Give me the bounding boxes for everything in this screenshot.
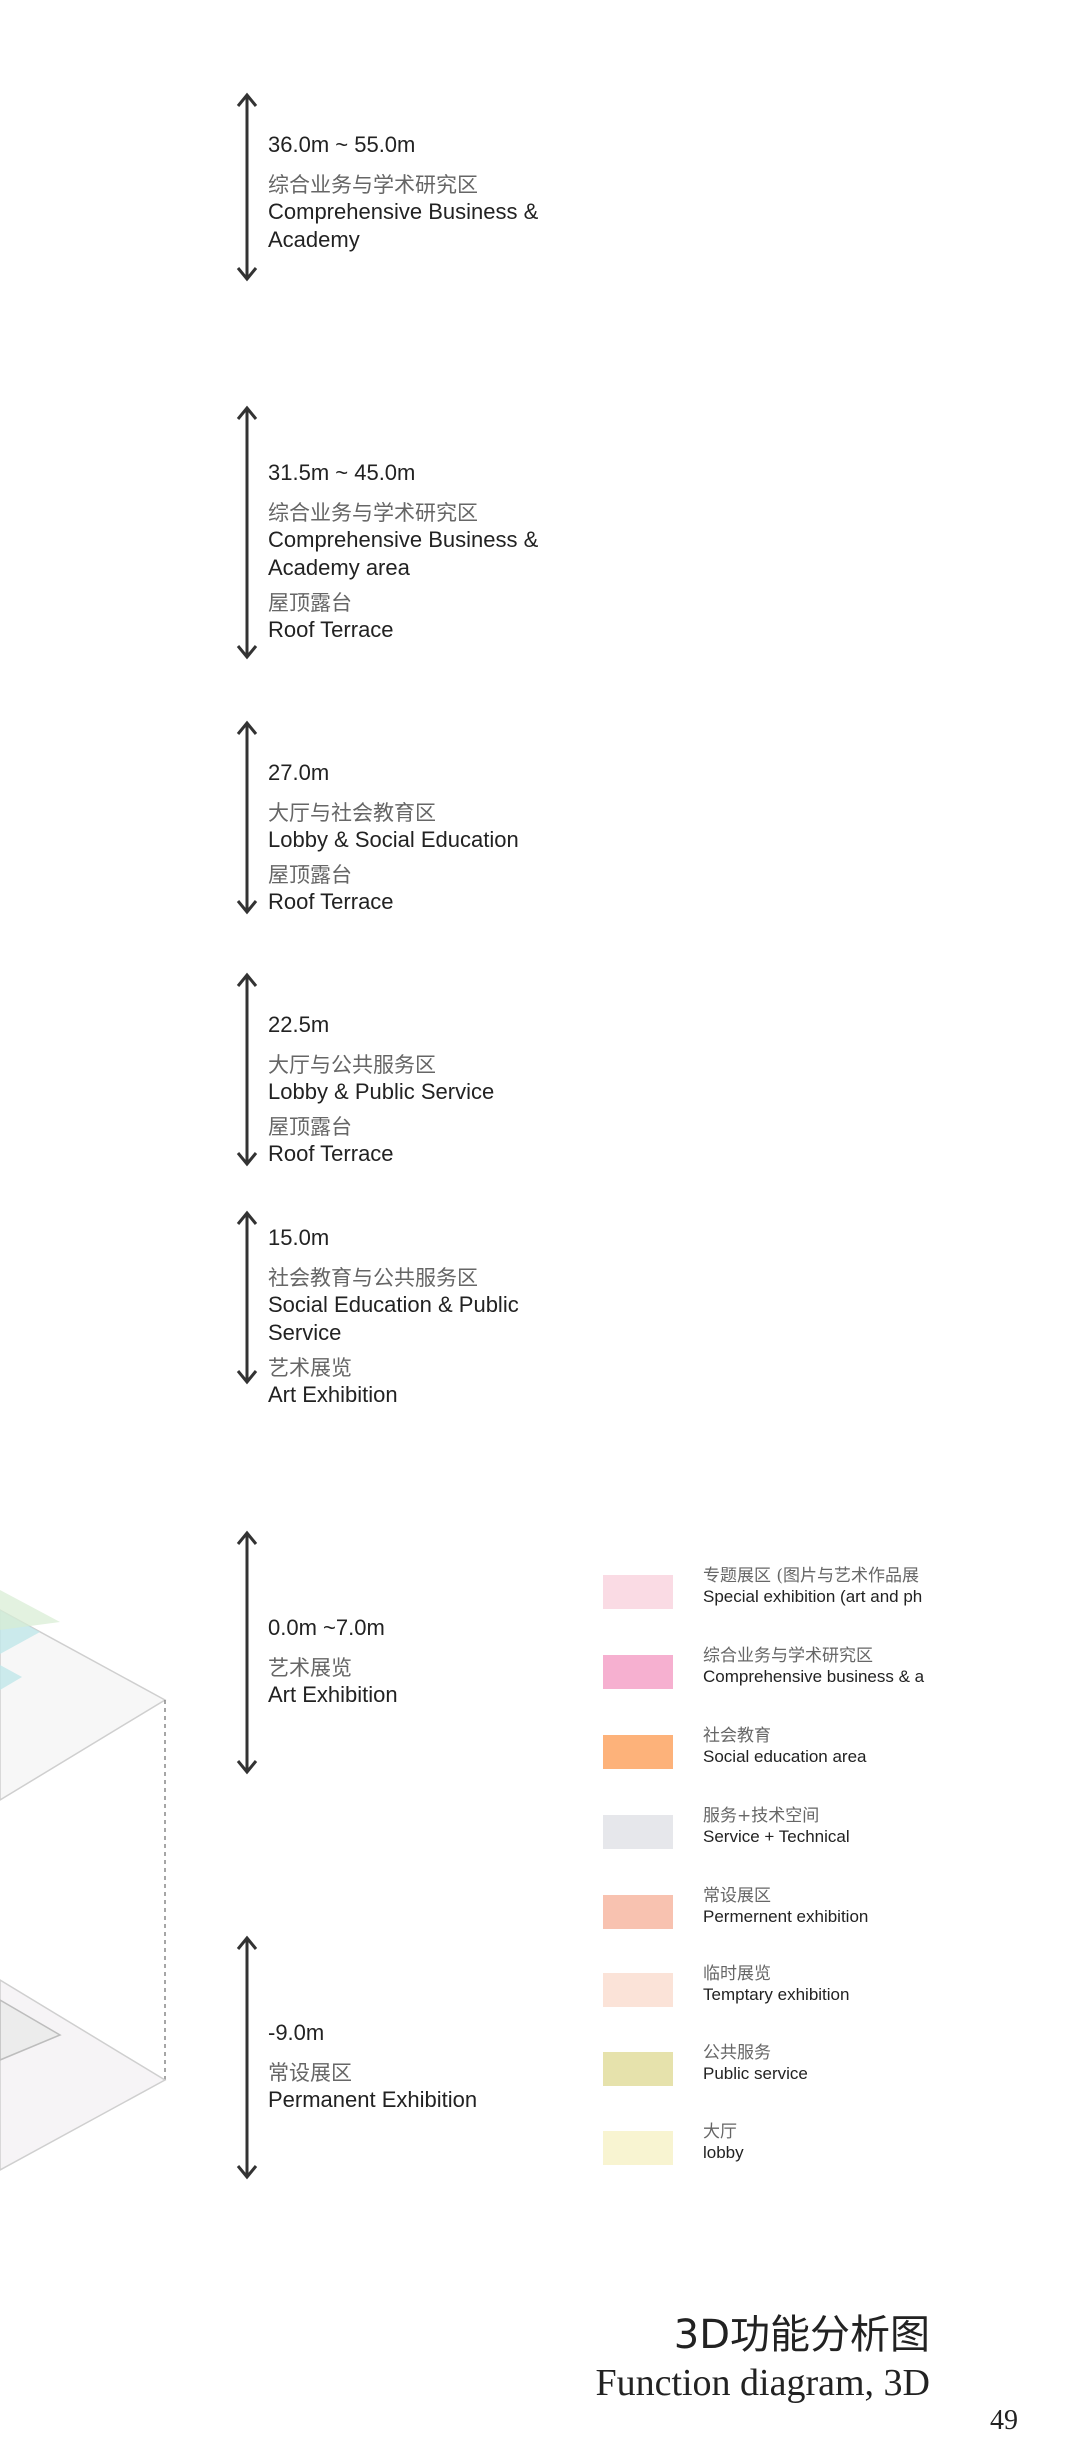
- figure-title: 3D功能分析图 Function diagram, 3D: [595, 2310, 930, 2406]
- legend-swatch: [603, 1735, 673, 1769]
- legend-label-en: Social education area: [703, 1747, 867, 1766]
- legend-label-en: Service + Technical: [703, 1827, 850, 1846]
- legend-label-zh: 临时展览: [703, 1964, 771, 1984]
- legend-label-en: Public service: [703, 2064, 808, 2083]
- level-height-label: 22.5m: [268, 1012, 330, 1037]
- height-range-arrow: [236, 1935, 258, 2180]
- height-range-arrow: [236, 1530, 258, 1775]
- zone-name-en: Art Exhibition: [268, 1382, 398, 1407]
- zone-name-en: Social Education & Public Service: [268, 1292, 519, 1345]
- legend-label-en: Permernent exhibition: [703, 1907, 869, 1926]
- zone-name-en: Lobby & Public Service: [268, 1079, 495, 1104]
- height-range-arrow: [236, 720, 258, 915]
- zone-name-en: Permanent Exhibition: [268, 2087, 478, 2112]
- legend-label-zh: 大厅: [703, 2122, 737, 2142]
- zone-name-en: Roof Terrace: [268, 617, 394, 642]
- legend-label-en: Temptary exhibition: [703, 1985, 850, 2004]
- zone-name-zh: 综合业务与学术研究区: [268, 173, 478, 197]
- zone-name-zh: 常设展区: [268, 2061, 352, 2085]
- legend-swatch: [603, 1815, 673, 1849]
- legend-swatch: [603, 1575, 673, 1609]
- zone-name-en: Roof Terrace: [268, 1141, 394, 1166]
- legend-swatch: [603, 1973, 673, 2007]
- level-height-label: -9.0m: [268, 2020, 325, 2045]
- legend-label-zh: 公共服务: [703, 2043, 771, 2063]
- legend-label-zh: 社会教育: [703, 1726, 771, 1746]
- zone-name-en: Roof Terrace: [268, 889, 394, 914]
- legend-label-zh: 专题展区 (图片与艺术作品展: [703, 1566, 920, 1586]
- legend-label-en: Special exhibition (art and ph: [703, 1587, 923, 1606]
- zone-name-en: Comprehensive Business & Academy area: [268, 527, 539, 580]
- isometric-building-fragment: [0, 1590, 167, 2171]
- zone-name-zh: 屋顶露台: [268, 591, 352, 615]
- legend-swatch: [603, 2052, 673, 2086]
- level-height-label: 31.5m ~ 45.0m: [268, 460, 416, 485]
- zone-name-zh: 艺术展览: [268, 1656, 352, 1680]
- legend-label-zh: 服务+技术空间: [703, 1806, 820, 1826]
- zone-name-zh: 艺术展览: [268, 1356, 352, 1380]
- zone-name-zh: 综合业务与学术研究区: [268, 501, 478, 525]
- zone-name-en: Art Exhibition: [268, 1682, 398, 1707]
- level-height-label: 15.0m: [268, 1225, 330, 1250]
- level-height-label: 36.0m ~ 55.0m: [268, 132, 416, 157]
- height-range-arrow: [236, 1210, 258, 1385]
- legend-label-en: lobby: [703, 2143, 744, 2162]
- zone-name-zh: 大厅与公共服务区: [268, 1053, 436, 1077]
- zone-name-zh: 屋顶露台: [268, 863, 352, 887]
- legend-label-zh: 综合业务与学术研究区: [703, 1646, 873, 1666]
- zone-name-zh: 社会教育与公共服务区: [268, 1266, 478, 1290]
- legend-swatch: [603, 1655, 673, 1689]
- legend-label-en: Comprehensive business & a: [703, 1667, 925, 1686]
- level-height-label: 0.0m ~7.0m: [268, 1615, 385, 1640]
- height-range-arrow: [236, 92, 258, 282]
- zone-name-zh: 屋顶露台: [268, 1115, 352, 1139]
- page-number: 49: [990, 2405, 1018, 2436]
- height-range-arrow: [236, 972, 258, 1167]
- legend-swatch: [603, 1895, 673, 1929]
- legend-swatch: [603, 2131, 673, 2165]
- figure-title-zh: 3D功能分析图: [673, 2312, 930, 2358]
- legend-label-zh: 常设展区: [703, 1886, 771, 1906]
- zone-name-en: Comprehensive Business & Academy: [268, 199, 539, 252]
- zone-name-en: Lobby & Social Education: [268, 827, 519, 852]
- height-range-arrow: [236, 405, 258, 660]
- level-height-label: 27.0m: [268, 760, 330, 785]
- figure-title-en: Function diagram, 3D: [595, 2362, 930, 2404]
- zone-name-zh: 大厅与社会教育区: [268, 801, 436, 825]
